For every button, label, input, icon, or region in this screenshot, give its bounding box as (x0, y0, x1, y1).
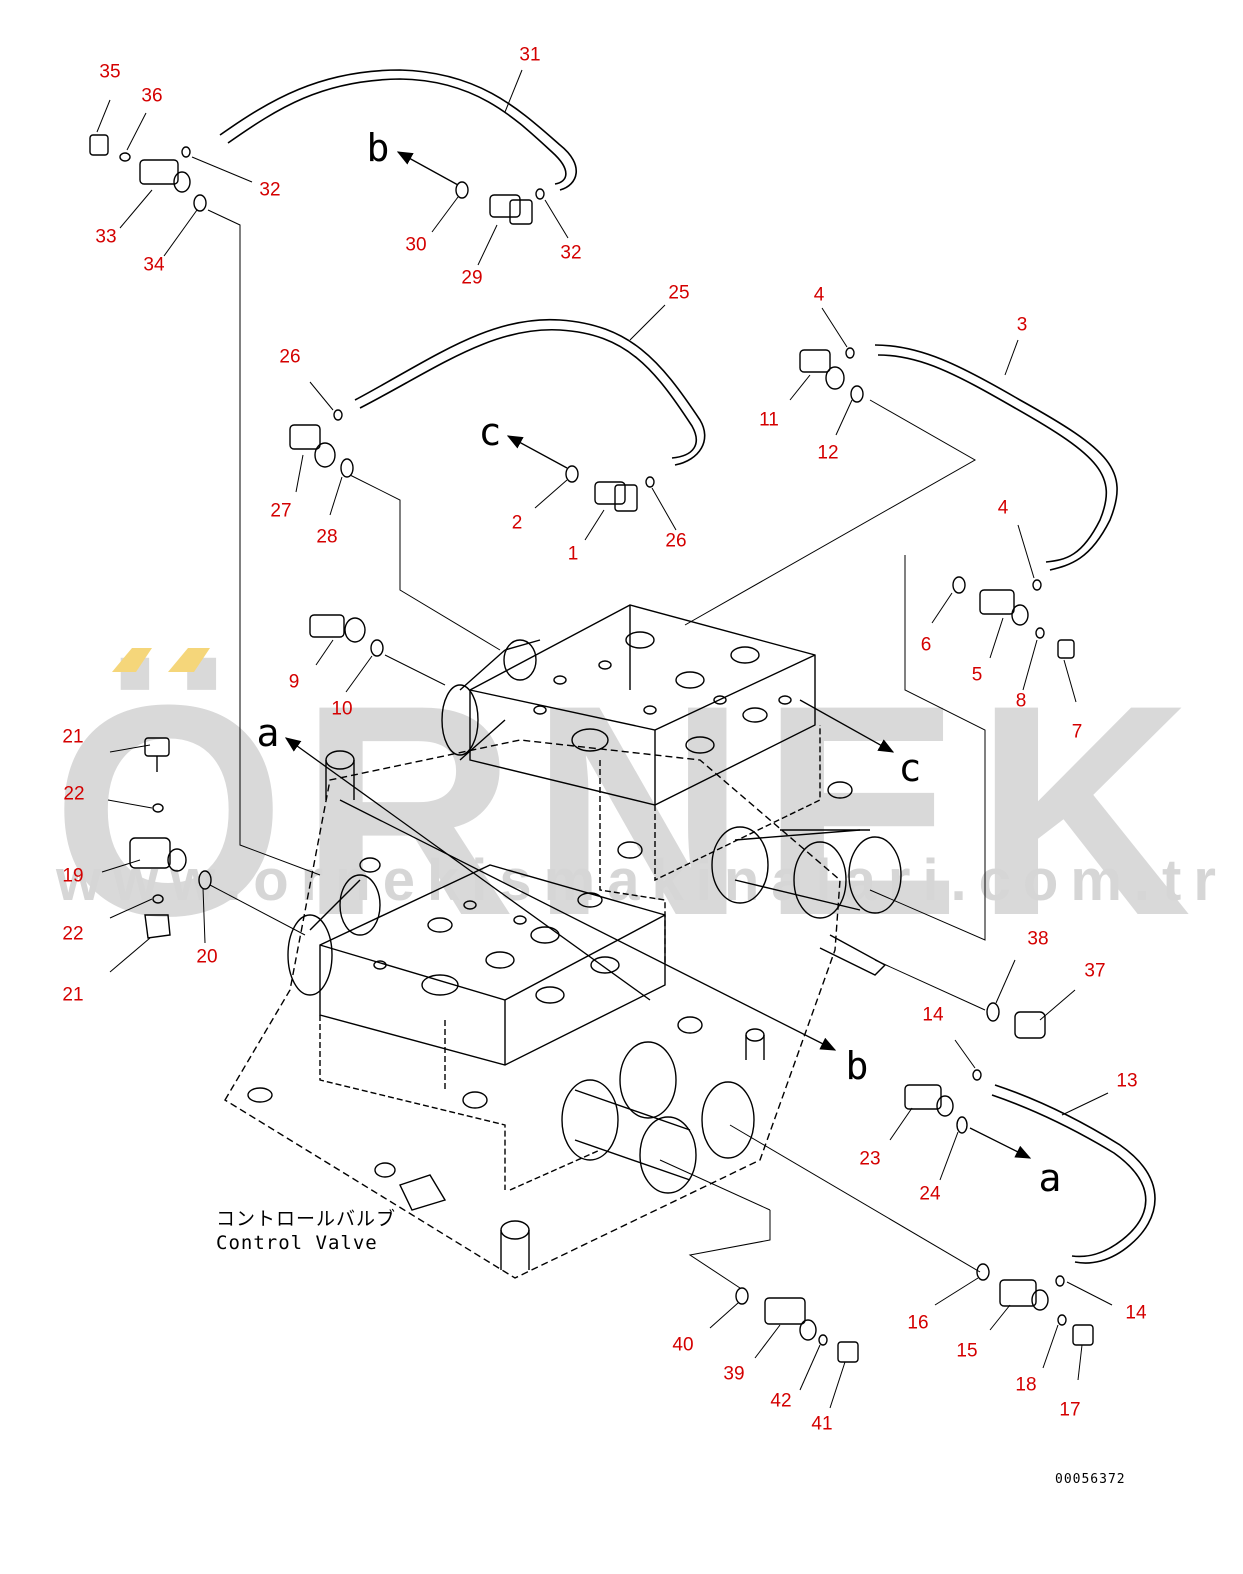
callout-5: 5 (971, 664, 983, 686)
ref-letter-a-bottom: a (1038, 1156, 1062, 1200)
caption-japanese: コントロールバルブ (216, 1208, 397, 1230)
callout-14: 14 (1125, 1302, 1147, 1324)
callout-22: 22 (63, 783, 85, 805)
callout-28: 28 (316, 526, 338, 548)
ref-letter-c-top: c (478, 410, 502, 454)
watermark-brand: ÖRNEK (52, 642, 1206, 978)
upper-valve-block (469, 604, 821, 965)
fittings (89, 134, 1094, 1363)
drawing-number: 00056372 (1055, 1472, 1126, 1487)
ref-letter-a-left: a (256, 711, 280, 755)
solenoid-cylinders (287, 639, 902, 1194)
callout-24: 24 (919, 1183, 941, 1205)
callout-34: 34 (143, 254, 165, 276)
base-plate (224, 739, 841, 1279)
callout-7: 7 (1071, 721, 1083, 743)
callout-20: 20 (196, 946, 218, 968)
hoses (219, 69, 1156, 1264)
callout-33: 33 (95, 226, 117, 248)
callout-25: 25 (668, 282, 690, 304)
ref-arrows (284, 151, 1032, 1159)
ref-letter-b-bottom: b (845, 1044, 869, 1088)
callout-38: 38 (1027, 928, 1049, 950)
watermark-accent (112, 648, 210, 672)
callout-32: 32 (259, 179, 281, 201)
callout-11: 11 (759, 409, 779, 431)
base-bolts (247, 750, 887, 1270)
callout-21: 21 (62, 726, 84, 748)
leader-lines (96, 69, 1113, 1409)
component-caption: コントロールバルブ Control Valve (216, 1208, 396, 1256)
callout-17: 17 (1059, 1399, 1081, 1421)
callout-1: 1 (567, 543, 579, 565)
callout-6: 6 (920, 634, 932, 656)
ref-letter-c-right: c (898, 746, 922, 790)
callout-37: 37 (1084, 960, 1106, 982)
watermark-url: www.ornekismakinalari.com.tr (56, 848, 1228, 913)
callout-23: 23 (859, 1148, 881, 1170)
callout-26: 26 (665, 530, 687, 552)
callout-22: 22 (62, 923, 84, 945)
callout-29: 29 (461, 267, 483, 289)
callout-30: 30 (405, 234, 427, 256)
callout-42: 42 (770, 1390, 792, 1412)
callout-14: 14 (922, 1004, 944, 1026)
callout-4: 4 (813, 284, 825, 306)
callout-10: 10 (331, 698, 353, 720)
callout-4: 4 (997, 497, 1009, 519)
callout-9: 9 (288, 671, 300, 693)
callout-39: 39 (723, 1363, 745, 1385)
callout-26: 26 (279, 346, 301, 368)
callout-27: 27 (270, 500, 292, 522)
callout-40: 40 (672, 1334, 694, 1356)
callout-31: 31 (519, 44, 541, 66)
callout-2: 2 (511, 512, 523, 534)
callout-36: 36 (141, 85, 163, 107)
callout-18: 18 (1015, 1374, 1037, 1396)
callout-8: 8 (1015, 690, 1027, 712)
callout-16: 16 (907, 1312, 929, 1334)
callout-32: 32 (560, 242, 582, 264)
callout-41: 41 (811, 1413, 833, 1435)
callout-19: 19 (62, 865, 84, 887)
callout-13: 13 (1116, 1070, 1138, 1092)
callout-3: 3 (1016, 314, 1028, 336)
callout-21: 21 (62, 984, 84, 1006)
lower-valve-block (319, 864, 666, 1191)
ref-letter-b-top: b (366, 126, 390, 170)
connection-lines (207, 209, 986, 1289)
o-rings (119, 146, 1067, 1346)
callout-35: 35 (99, 61, 121, 83)
callout-12: 12 (817, 442, 839, 464)
caption-english: Control Valve (216, 1231, 378, 1254)
callout-15: 15 (956, 1340, 978, 1362)
